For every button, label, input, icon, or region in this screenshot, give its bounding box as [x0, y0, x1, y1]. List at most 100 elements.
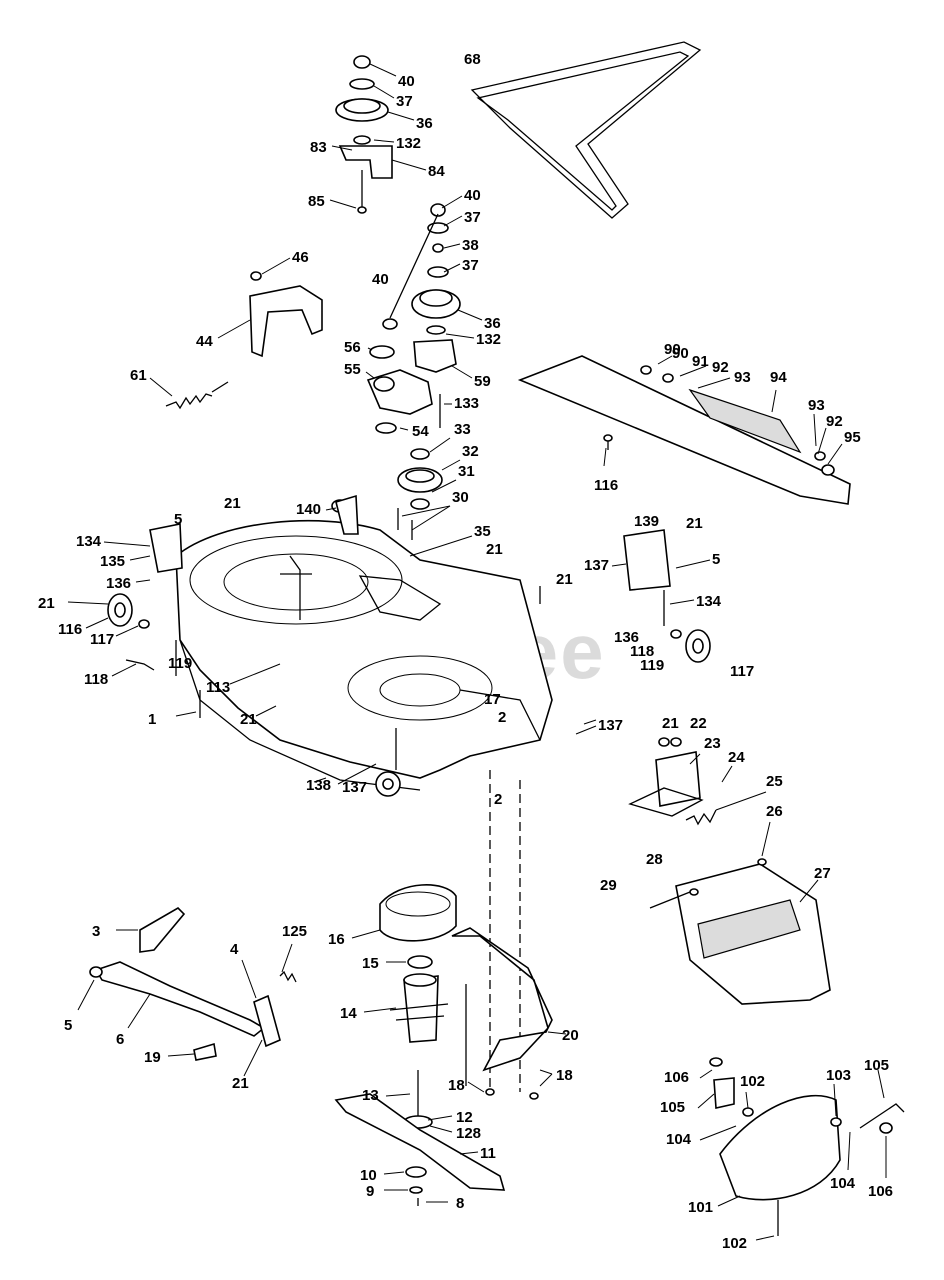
part-label: 24 — [728, 749, 745, 766]
part-label: 132 — [476, 331, 501, 348]
part-label: 137 — [584, 557, 609, 574]
part-label: 93 — [808, 397, 825, 414]
part-label: 83 — [310, 139, 327, 156]
mower-deck — [175, 494, 553, 797]
part-label: 104 — [830, 1175, 856, 1192]
part-label: 61 — [130, 367, 147, 384]
part-label: 68 — [464, 51, 481, 68]
part-label: 1 — [148, 711, 156, 728]
part-label: 9 — [366, 1183, 374, 1200]
part-label: 118 — [630, 643, 654, 660]
part-label: 21 — [486, 541, 503, 558]
part-label: 46 — [292, 249, 309, 266]
part-label: 104 — [666, 1131, 692, 1148]
part-label: 28 — [646, 851, 663, 868]
part-label: 103 — [826, 1067, 851, 1084]
part-label: 4 — [230, 941, 239, 958]
part-label: 30 — [452, 489, 469, 506]
part-label: 38 — [462, 237, 479, 254]
part-label: 29 — [600, 877, 617, 894]
part-label: 21 — [224, 495, 241, 512]
spindle-cover — [709, 1057, 905, 1236]
part-label: 106 — [664, 1069, 689, 1086]
part-label: 26 — [766, 803, 783, 820]
middle-pulley-assembly — [366, 203, 461, 434]
part-label: 116 — [58, 621, 82, 638]
part-label: 138 — [306, 777, 331, 794]
part-label: 132 — [396, 135, 421, 152]
part-label: 5 — [174, 511, 182, 528]
part-label: 25 — [766, 773, 783, 790]
part-label: 105 — [660, 1099, 685, 1116]
part-label: 105 — [864, 1057, 889, 1074]
part-label: 21 — [232, 1075, 249, 1092]
part-label: 90 — [664, 341, 681, 358]
part-label: 21 — [38, 595, 55, 612]
part-label: 117 — [90, 631, 114, 648]
part-label: 17 — [484, 691, 501, 708]
part-label: 113 — [206, 679, 230, 696]
part-label: 19 — [144, 1049, 161, 1066]
part-label: 40 — [398, 73, 415, 90]
part-label: 32 — [462, 443, 479, 460]
part-label: 22 — [690, 715, 707, 732]
part-label: 21 — [240, 711, 257, 728]
part-label: 21 — [556, 571, 573, 588]
part-labels: 68 40 37 36 83 132 84 85 40 37 38 37 40 … — [38, 51, 893, 1252]
part-label: 36 — [416, 115, 433, 132]
lower-pulley-stack — [397, 448, 443, 540]
part-label: 135 — [100, 553, 125, 570]
part-label: 10 — [360, 1167, 377, 1184]
part-label: 136 — [614, 629, 639, 646]
chute-bracket — [628, 737, 717, 826]
part-label: 35 — [474, 523, 491, 540]
part-label: 36 — [484, 315, 501, 332]
part-label: 44 — [196, 333, 213, 350]
part-label: 117 — [730, 663, 754, 680]
part-label: 93 — [734, 369, 751, 386]
part-label: 15 — [362, 955, 379, 972]
part-label: 102 — [722, 1235, 747, 1252]
part-label: 40 — [372, 271, 389, 288]
part-label: 92 — [712, 359, 729, 376]
part-label: 59 — [474, 373, 491, 390]
part-label: 16 — [328, 931, 345, 948]
part-label: 27 — [814, 865, 831, 882]
idler-bracket — [249, 271, 323, 358]
part-label: 12 — [456, 1109, 473, 1126]
part-label: 102 — [740, 1073, 765, 1090]
part-label: 8 — [456, 1195, 464, 1212]
part-label: 85 — [308, 193, 325, 210]
part-label: 21 — [686, 515, 703, 532]
part-label: 106 — [868, 1183, 893, 1200]
leader-lines — [67, 63, 887, 1241]
part-label: 37 — [464, 209, 481, 226]
part-label: 137 — [342, 779, 367, 796]
part-label: 2 — [498, 709, 506, 726]
part-label: 20 — [562, 1027, 579, 1044]
part-label: 18 — [556, 1067, 573, 1084]
part-label: 84 — [428, 163, 445, 180]
left-gauge-wheel — [107, 523, 201, 718]
drive-belt — [470, 41, 702, 219]
lift-linkage — [89, 906, 297, 1061]
part-label: 18 — [448, 1077, 465, 1094]
part-label: 118 — [84, 671, 108, 688]
part-label: 40 — [464, 187, 481, 204]
part-label: 139 — [634, 513, 659, 530]
baffle-20 — [451, 927, 553, 1100]
part-label: 14 — [340, 1005, 357, 1022]
part-label: 21 — [662, 715, 679, 732]
part-label: 134 — [76, 533, 102, 550]
part-label: 116 — [594, 477, 618, 494]
part-label: 13 — [362, 1087, 379, 1104]
part-label: 55 — [344, 361, 361, 378]
part-label: 101 — [688, 1199, 713, 1216]
blade-spindle — [334, 884, 506, 1206]
part-label: 95 — [844, 429, 861, 446]
part-label: 31 — [458, 463, 475, 480]
part-label: 119 — [640, 657, 664, 674]
spring-61 — [165, 381, 229, 410]
part-label: 5 — [64, 1017, 72, 1034]
